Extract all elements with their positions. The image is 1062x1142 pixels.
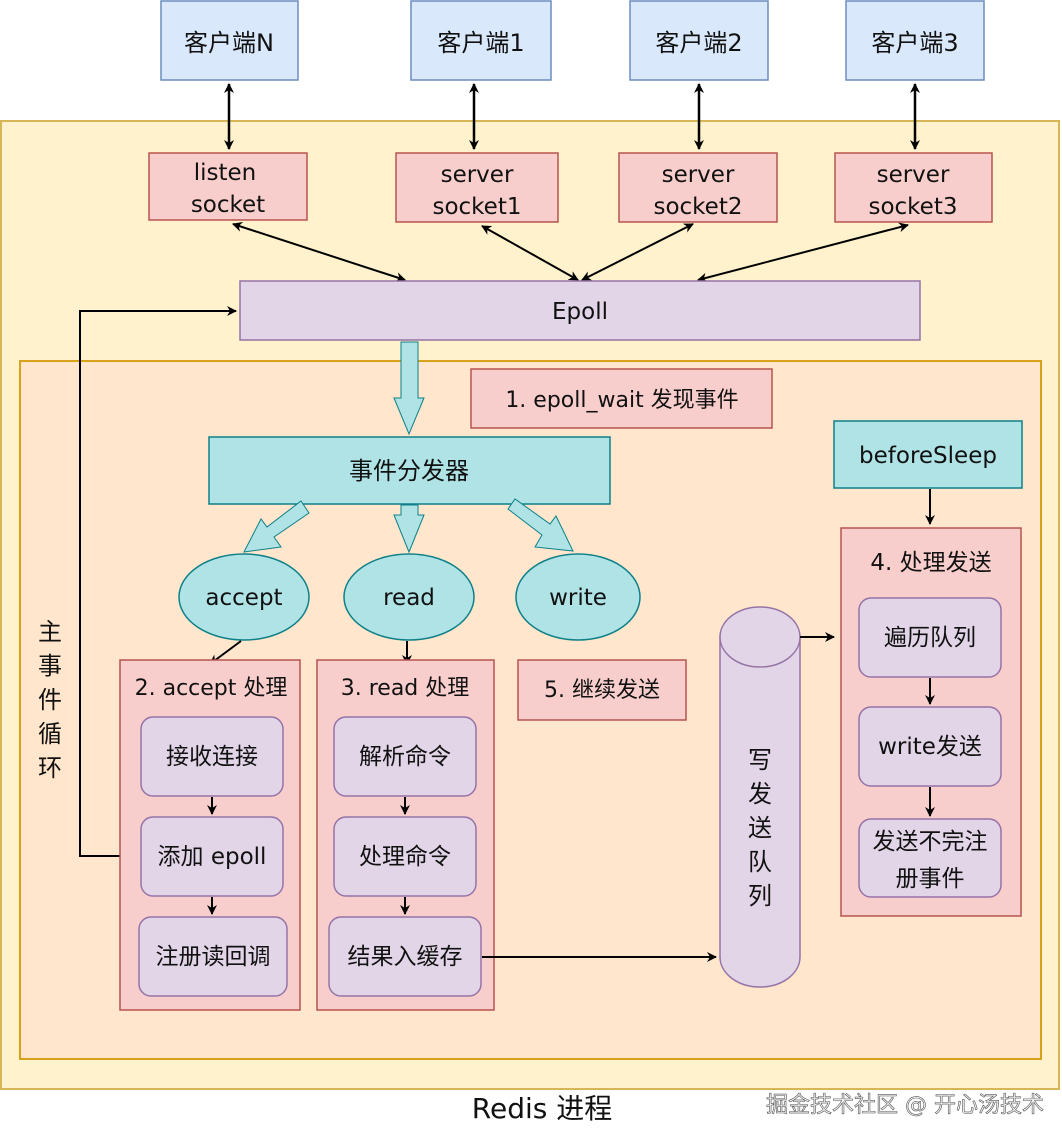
step1-label: 1. epoll_wait 发现事件 — [505, 388, 738, 413]
step-parse-command: 解析命令 — [359, 744, 451, 770]
svg-text:环: 环 — [38, 754, 62, 782]
step-register-event-line1: 发送不完注 — [873, 829, 988, 855]
svg-text:写: 写 — [748, 746, 772, 774]
listen-socket: listen socket — [148, 152, 308, 221]
socket-label-line1: server — [441, 162, 514, 188]
event-read: read — [343, 553, 475, 641]
event-dispatcher: 事件分发器 — [208, 436, 611, 505]
process-title: Redis 进程 — [472, 1092, 612, 1125]
svg-text:件: 件 — [38, 686, 62, 714]
event-write: write — [515, 553, 641, 641]
svg-text:送: 送 — [748, 814, 772, 842]
step5-label: 5. 继续发送 — [544, 678, 660, 703]
epoll-label: Epoll — [552, 299, 608, 325]
step-write-send: write发送 — [878, 734, 982, 760]
svg-text:队: 队 — [748, 848, 772, 876]
block-arrow-epoll-dispatcher — [393, 341, 425, 436]
step-add-epoll: 添加 epoll — [158, 844, 267, 870]
socket-label-line1: server — [662, 162, 735, 188]
socket-label-line2: socket2 — [653, 194, 742, 220]
server-socket-3: server socket3 — [834, 152, 993, 223]
client-1: 客户端1 — [410, 0, 552, 81]
socket-label-line2: socket3 — [868, 194, 957, 220]
arrow-add-epoll-feedback — [79, 306, 237, 857]
block-arrow-to-accept — [243, 500, 310, 553]
watermark: 掘金技术社区 @ 开心汤技术 — [766, 1093, 1044, 1118]
before-sleep-label: beforeSleep — [859, 443, 997, 469]
epoll-box: Epoll — [239, 280, 921, 341]
dispatcher-label: 事件分发器 — [349, 457, 469, 485]
arrow-listen-socket-epoll — [232, 222, 406, 282]
event-accept: accept — [178, 553, 310, 641]
step-result-to-buffer: 结果入缓存 — [348, 944, 463, 970]
write-send-queue: 写 发 送 队 列 — [719, 606, 801, 988]
block-arrow-to-write — [507, 498, 574, 552]
step-register-read-callback: 注册读回调 — [156, 944, 271, 970]
svg-text:事: 事 — [38, 652, 62, 680]
socket-label-line1: listen — [194, 160, 257, 186]
event-label: read — [383, 585, 435, 611]
group-title: 4. 处理发送 — [870, 550, 991, 576]
client-2: 客户端2 — [629, 0, 769, 81]
read-processing-group: 3. read 处理 解析命令 处理命令 结果入缓存 — [316, 659, 495, 1011]
event-label: write — [549, 585, 607, 611]
socket-label-line1: server — [877, 162, 950, 188]
socket-label-line2: socket — [191, 192, 265, 218]
client-label: 客户端1 — [437, 29, 524, 57]
svg-text:发: 发 — [748, 780, 772, 808]
main-event-loop-label: 主 事 件 循 环 — [38, 618, 62, 782]
event-label: accept — [205, 585, 282, 611]
socket-label-line2: socket1 — [432, 194, 521, 220]
send-processing-group: 4. 处理发送 遍历队列 write发送 发送不完注 册事件 — [840, 527, 1022, 917]
group-title: 2. accept 处理 — [135, 676, 288, 701]
step-accept-connection: 接收连接 — [166, 744, 258, 770]
group-title: 3. read 处理 — [341, 676, 470, 701]
step-register-event-line2: 册事件 — [896, 866, 965, 892]
step1-epoll-wait: 1. epoll_wait 发现事件 — [470, 368, 773, 429]
arrow-socket2-epoll — [581, 223, 694, 281]
client-label: 客户端2 — [655, 29, 742, 57]
before-sleep: beforeSleep — [833, 420, 1023, 489]
step5-continue-send: 5. 继续发送 — [517, 659, 687, 721]
client-n: 客户端N — [160, 0, 299, 81]
arrow-socket1-epoll — [481, 225, 579, 281]
block-arrow-to-read — [393, 504, 425, 554]
client-3: 客户端3 — [845, 0, 985, 81]
svg-text:列: 列 — [748, 882, 772, 910]
step-traverse-queue: 遍历队列 — [884, 625, 976, 651]
accept-processing-group: 2. accept 处理 接收连接 添加 epoll 注册读回调 — [119, 659, 301, 1011]
step-process-command: 处理命令 — [359, 844, 451, 870]
client-label: 客户端3 — [871, 29, 958, 57]
server-socket-2: server socket2 — [618, 152, 778, 223]
client-label: 客户端N — [184, 29, 274, 57]
arrow-socket3-epoll — [697, 222, 909, 283]
svg-text:循: 循 — [38, 720, 62, 748]
svg-text:主: 主 — [38, 618, 62, 646]
server-socket-1: server socket1 — [395, 152, 559, 223]
